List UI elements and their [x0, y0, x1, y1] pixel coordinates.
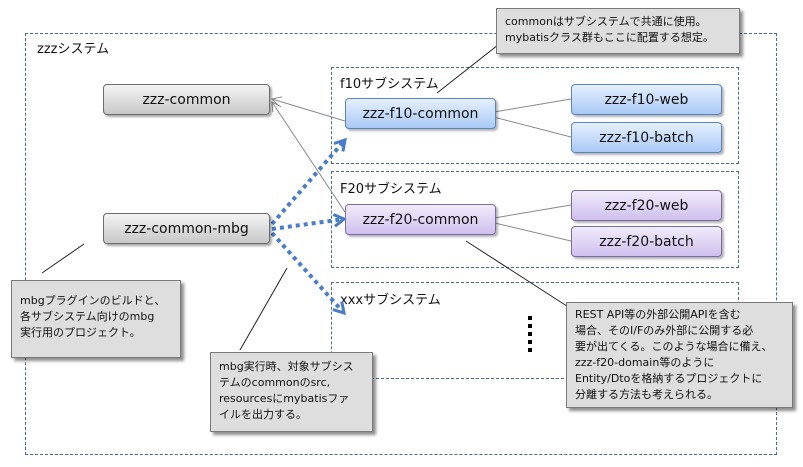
zzz-f10-batch-box: zzz-f10-batch — [571, 122, 722, 153]
connector-f10-batch-to-common — [482, 114, 572, 138]
callout-mbg-plugin-note — [41, 243, 85, 274]
f10-subsystem-container — [331, 67, 739, 164]
connector-f20-web-to-common — [482, 204, 572, 220]
mbg-arrow-to-xxx — [270, 231, 344, 313]
callout-mbg-exec-note — [239, 267, 288, 351]
zzz-system-container — [25, 33, 777, 455]
zzz-f20-common-box: zzz-f20-common — [345, 204, 496, 235]
zzz-f20-batch-box: zzz-f20-batch — [571, 226, 722, 257]
zzz-common-box: zzz-common — [103, 84, 270, 115]
connector-f10-common-to-zzz-common — [272, 99, 346, 122]
connector-f20-common-to-zzz-common — [272, 102, 346, 213]
f20-subsystem-container — [331, 171, 739, 268]
zzz-system-label: zzzシステム — [37, 42, 110, 57]
connector-f20-batch-to-common — [482, 220, 572, 242]
callout-common-note — [436, 44, 499, 94]
callout-domain-note — [465, 240, 574, 311]
zzz-f20-web-box: zzz-f20-web — [571, 190, 722, 221]
f10-subsystem-label: f10サブシステム — [340, 77, 439, 92]
common-note: commonはサブシステムで共通に使用。 mybatisクラス群もここに配置する… — [496, 8, 740, 54]
connector-f10-web-to-common — [482, 98, 572, 114]
zzz-f10-web-box: zzz-f10-web — [571, 84, 722, 115]
mbg-arrow-to-f10 — [270, 140, 345, 226]
mbg-plugin-note: mbgプラグインのビルドと、 各サブシステム向けのmbg 実行用のプロジェクト。 — [11, 280, 181, 358]
mbg-arrow-to-f20 — [271, 219, 344, 231]
zzz-common-mbg-box: zzz-common-mbg — [103, 213, 270, 244]
ellipsis-more-icon — [528, 316, 532, 352]
domain-note: REST API等の外部公開APIを含む 場合、そのI/Fのみ外部に公開する必 … — [566, 302, 793, 408]
xxx-subsystem-label: xxxサブシステム — [340, 293, 441, 308]
zzz-f10-common-box: zzz-f10-common — [345, 98, 496, 129]
mbg-exec-note: mbg実行時、対象サブシス テムのcommonのsrc, resourcesにm… — [210, 352, 373, 432]
f20-subsystem-label: F20サブシステム — [340, 182, 442, 197]
